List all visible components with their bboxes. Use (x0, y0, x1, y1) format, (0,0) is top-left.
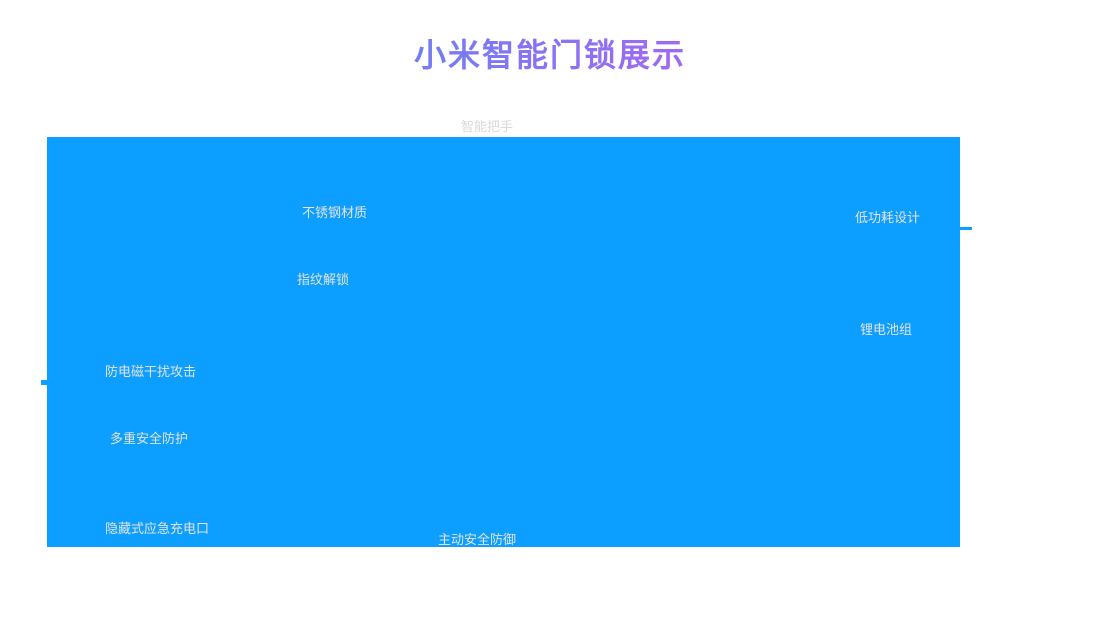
feature-callout-fingerprint: 指纹解锁 (297, 272, 350, 287)
feature-callout-security: 多重安全防护 (110, 431, 189, 446)
callout-line-right (960, 227, 972, 230)
callout-line-left (41, 380, 47, 385)
feature-callout-material: 不锈钢材质 (302, 205, 368, 220)
feature-callout-anti-interference: 防电磁干扰攻击 (105, 364, 197, 379)
feature-callout-battery: 锂电池组 (860, 322, 913, 337)
product-hero-panel: 不锈钢材质 指纹解锁 低功耗设计 锂电池组 防电磁干扰攻击 多重安全防护 隐藏式… (41, 137, 972, 547)
feature-callout-charge-port: 隐藏式应急充电口 (105, 521, 210, 536)
feature-callout-active-defense: 主动安全防御 (438, 532, 517, 547)
page-title: 小米智能门锁展示 (0, 37, 1100, 73)
feature-label-top: 智能把手 (461, 119, 514, 134)
feature-callout-low-power: 低功耗设计 (855, 210, 921, 225)
